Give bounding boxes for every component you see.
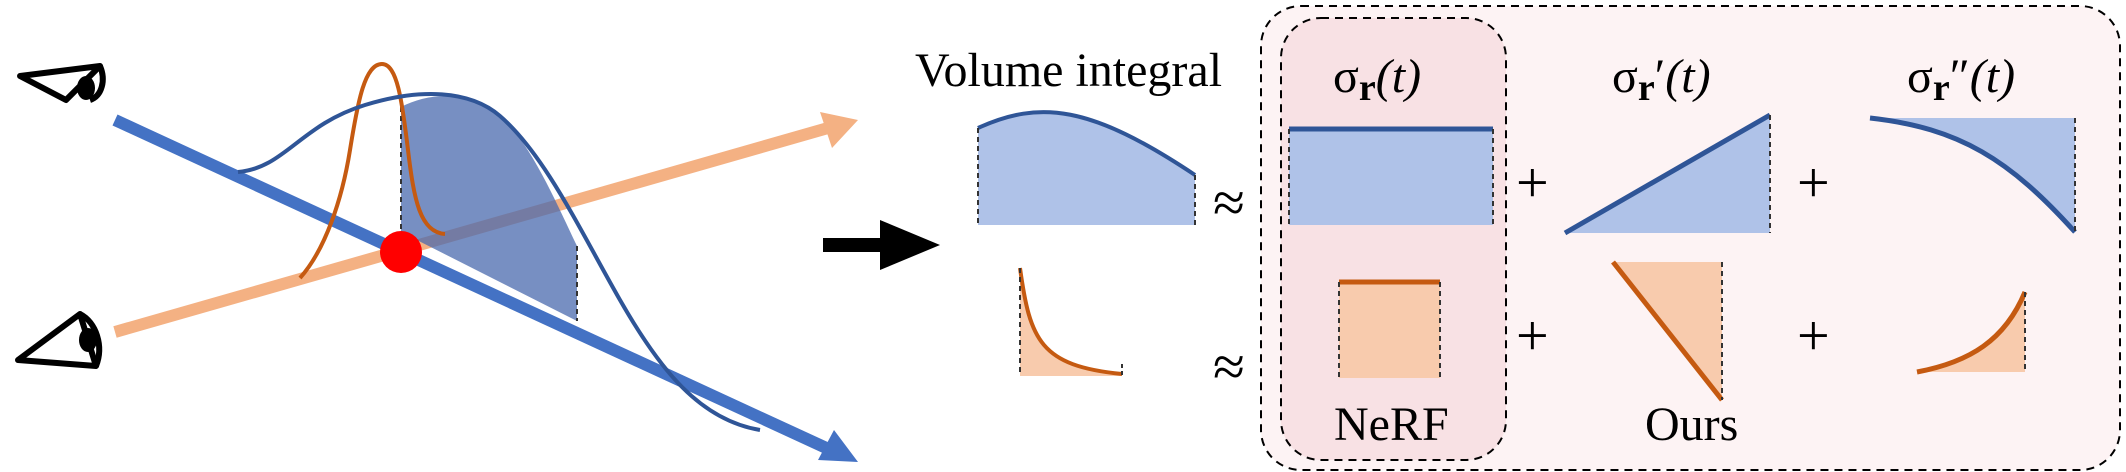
- blue-quadratic-term: [1869, 115, 2077, 234]
- sigma-header: σr(t): [1333, 50, 1421, 109]
- blue-linear-term: [1563, 112, 1772, 236]
- ours-label: Ours: [1645, 398, 1738, 451]
- eye-icon: [15, 311, 103, 369]
- eye-icon: [17, 63, 106, 103]
- blue-ray-arrowhead: [818, 430, 858, 462]
- orange-density-curve: [298, 61, 446, 280]
- plus-symbol: +: [1797, 303, 1830, 368]
- ray-illustration: [15, 61, 858, 462]
- blue-ray: [112, 114, 838, 458]
- nerf-label: NeRF: [1334, 398, 1449, 451]
- plus-symbol: +: [1516, 303, 1549, 368]
- approx-symbol: ≈: [1213, 170, 1245, 235]
- sample-point: [380, 231, 422, 273]
- blue-constant-term: [1288, 126, 1494, 225]
- orange-constant-term: [1338, 279, 1441, 378]
- integral-region: [401, 96, 577, 321]
- blue-density-curve: [237, 92, 761, 432]
- sigma-prime-header: σr′(t): [1612, 50, 1711, 109]
- plus-symbol: +: [1797, 150, 1830, 215]
- right-arrow-icon: [823, 220, 940, 270]
- orange-integral-plot: [1018, 267, 1123, 376]
- plus-symbol: +: [1516, 150, 1549, 215]
- volume-integral-label: Volume integral: [915, 44, 1222, 97]
- sigma-double-prime-header: σr″(t): [1907, 50, 2015, 109]
- orange-quadratic-term: [1916, 291, 2028, 375]
- blue-integral-plot: [977, 110, 1197, 225]
- orange-ray-arrowhead: [820, 112, 858, 148]
- orange-linear-term: [1611, 260, 1724, 402]
- approx-symbol: ≈: [1213, 334, 1245, 399]
